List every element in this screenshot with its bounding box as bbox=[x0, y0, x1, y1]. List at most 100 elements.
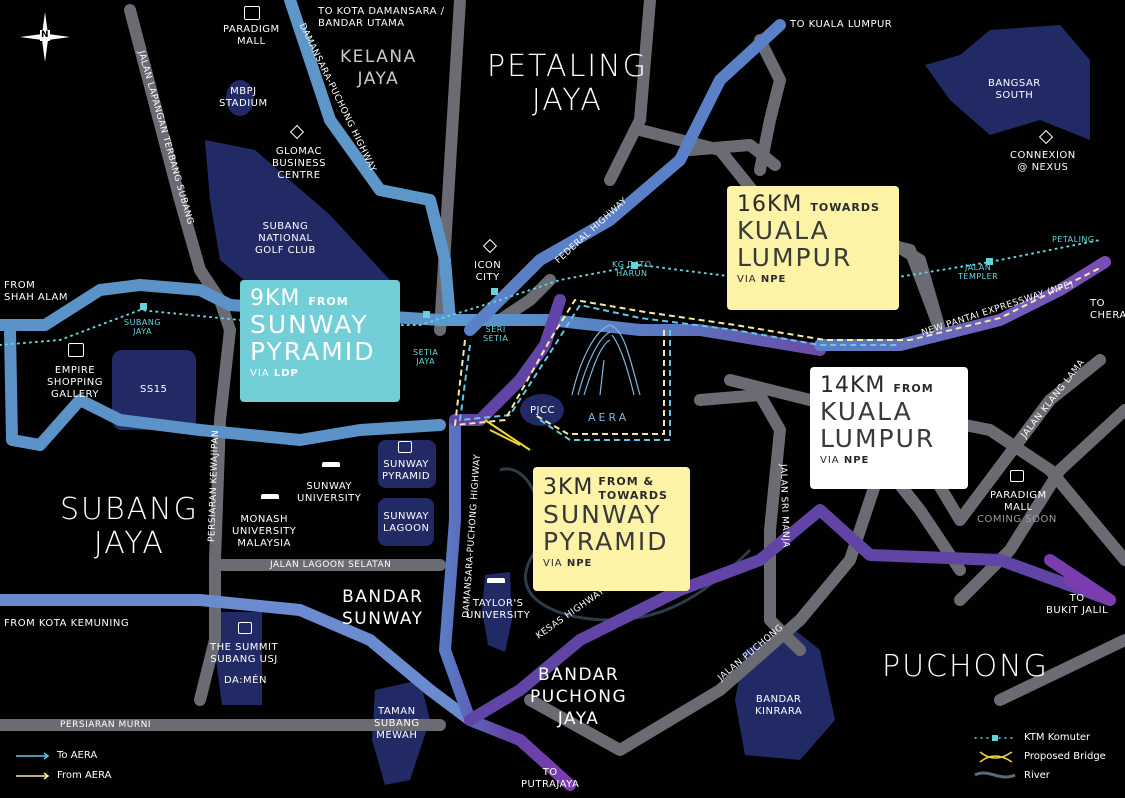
place-empire-line1: EMPIRE bbox=[54, 365, 96, 376]
pyramid-area bbox=[378, 440, 436, 488]
callout-sunway-9km-via-road: LDP bbox=[273, 368, 299, 379]
callout-sunway-3km-dest1: SUNWAY bbox=[543, 500, 662, 529]
place-bandar-kinrara-line1: BANDAR bbox=[755, 694, 802, 705]
direction-kota-damansara: TO KOTA DAMANSARA / BANDAR UTAMA bbox=[318, 6, 445, 30]
place-pjcc: PJCC bbox=[530, 405, 555, 416]
direction-shah-alam-line1: FROM bbox=[4, 280, 36, 291]
area-subang-jaya-line2: JAYA bbox=[93, 526, 165, 561]
place-taman-subang-mewah-line3: MEWAH bbox=[376, 730, 418, 741]
place-mbpj-stadium: MBPJ STADIUM bbox=[219, 86, 268, 110]
place-subang-golf-line2: NATIONAL bbox=[258, 233, 313, 244]
place-connexion-line2: @ NEXUS bbox=[1017, 162, 1069, 173]
direction-cheras-line2: CHERAS bbox=[1090, 310, 1125, 321]
place-sunway-university-line1: SUNWAY bbox=[306, 481, 353, 492]
place-paradigm-mall-line2: MALL bbox=[237, 36, 266, 47]
direction-putrajaya-line2: PUTRAJAYA bbox=[521, 779, 580, 790]
place-coming-soon: COMING SOON bbox=[977, 514, 1057, 525]
direction-kota-damansara-line1: TO KOTA DAMANSARA / bbox=[318, 6, 445, 17]
place-damen: DA:MÉN bbox=[224, 675, 267, 686]
place-subang-golf-line1: SUBANG bbox=[262, 221, 309, 232]
place-paradigm-mall-2-line1: PARADIGM bbox=[990, 490, 1047, 501]
callout-sunway-3km-suffix: FROM & bbox=[598, 475, 655, 488]
station-petaling: PETALING bbox=[1052, 235, 1095, 244]
station-jalan-templer-line1: JALAN bbox=[964, 263, 992, 272]
summit-area bbox=[216, 612, 262, 705]
place-icon-city-line1: ICON bbox=[474, 260, 502, 271]
callout-sunway-9km: 9KM FROM SUNWAY PYRAMID VIA LDP bbox=[240, 280, 400, 402]
graduation-cap-icon bbox=[322, 462, 340, 471]
place-mbpj-stadium-line2: STADIUM bbox=[219, 98, 268, 109]
callout-sunway-3km-km: 3KM bbox=[543, 474, 594, 500]
station-setia-jaya-line2: JAYA bbox=[416, 357, 436, 366]
callout-sunway-9km-via-text: VIA bbox=[250, 368, 270, 379]
place-sunway-pyramid-line2: PYRAMID bbox=[382, 471, 431, 482]
legend-bridge: Proposed Bridge bbox=[1024, 751, 1106, 762]
area-bandar-puchong-jaya: BANDAR PUCHONG JAYA bbox=[530, 664, 627, 730]
place-paradigm-mall-2: PARADIGM MALL bbox=[990, 490, 1047, 514]
shopping-bag-icon bbox=[244, 6, 260, 20]
area-bandar-puchong-jaya-line3: JAYA bbox=[557, 709, 600, 729]
place-bangsar-south-line1: BANGSAR bbox=[988, 78, 1041, 89]
callout-sunway-9km-suffix: FROM bbox=[308, 295, 349, 308]
callout-kl-14km-dest1: KUALA bbox=[820, 397, 913, 426]
place-sunway-pyramid: SUNWAY PYRAMID bbox=[382, 459, 430, 483]
place-taman-subang-mewah-line2: SUBANG bbox=[374, 718, 420, 729]
shopping-bag-icon bbox=[1010, 470, 1024, 482]
compass-letter: N bbox=[40, 30, 50, 41]
direction-cheras: TO CHERAS bbox=[1090, 298, 1125, 322]
station-jalan-templer: JALAN TEMPLER bbox=[958, 263, 998, 281]
callout-sunway-3km-dest2: PYRAMID bbox=[543, 527, 669, 556]
purple-highways bbox=[449, 256, 1116, 726]
station-kg-dato-harun: KG DATO HARUN bbox=[612, 260, 652, 278]
place-paradigm-mall-line1: PARADIGM bbox=[223, 24, 280, 35]
station-setia-jaya: SETIA JAYA bbox=[413, 348, 438, 366]
route-to-aera bbox=[453, 267, 1101, 441]
mewah-area bbox=[372, 680, 430, 785]
station-subang-jaya-line2: JAYA bbox=[133, 327, 152, 336]
callout-kl-14km-suffix: FROM bbox=[893, 382, 934, 395]
place-icon-city-line2: CITY bbox=[475, 272, 500, 283]
place-monash-line3: MALAYSIA bbox=[237, 538, 291, 549]
callout-kl-14km-km: 14KM bbox=[820, 373, 886, 398]
place-sunway-university-line2: UNIVERSITY bbox=[297, 493, 362, 504]
place-taman-subang-mewah: TAMAN SUBANG MEWAH bbox=[374, 706, 420, 742]
callout-kl-14km-dest2: LUMPUR bbox=[820, 424, 936, 453]
place-glomac-line3: CENTRE bbox=[277, 170, 321, 181]
callout-kl-14km-via-road: NPE bbox=[843, 455, 870, 466]
callout-sunway-9km-via: VIA LDP bbox=[250, 368, 390, 379]
direction-putrajaya-line1: TO bbox=[542, 767, 558, 778]
direction-kuala-lumpur: TO KUALA LUMPUR bbox=[790, 19, 893, 30]
place-bandar-kinrara-line2: KINRARA bbox=[755, 706, 803, 717]
callout-kl-16km-dest1: KUALA bbox=[737, 216, 830, 245]
callout-kl-16km-via: VIA NPE bbox=[737, 274, 889, 285]
area-bandar-sunway-line1: BANDAR bbox=[342, 587, 424, 607]
station-kg-dato-harun-line2: HARUN bbox=[616, 269, 648, 278]
place-glomac-line2: BUSINESS bbox=[272, 158, 326, 169]
station-seri-setia-line1: SERI bbox=[485, 325, 506, 334]
place-sunway-university: SUNWAY UNIVERSITY bbox=[297, 481, 361, 505]
place-bandar-kinrara: BANDAR KINRARA bbox=[755, 694, 802, 718]
place-sunway-lagoon-line1: SUNWAY bbox=[383, 511, 430, 522]
place-empire-line3: GALLERY bbox=[51, 389, 99, 400]
place-paradigm-mall: PARADIGM MALL bbox=[223, 24, 280, 48]
place-connexion: CONNEXION @ NEXUS bbox=[1010, 150, 1076, 174]
callout-kl-16km-via-road: NPE bbox=[760, 274, 787, 285]
road-lagoon-selatan: JALAN LAGOON SELATAN bbox=[270, 560, 392, 570]
callout-sunway-3km-via: VIA NPE bbox=[543, 558, 680, 569]
direction-bukit-jalil-line2: BUKIT JALIL bbox=[1046, 605, 1109, 616]
place-monash: MONASH UNIVERSITY MALAYSIA bbox=[232, 514, 296, 550]
place-glomac-line1: GLOMAC bbox=[275, 146, 323, 157]
place-sunway-lagoon-line2: LAGOON bbox=[383, 523, 430, 534]
place-connexion-line1: CONNEXION bbox=[1010, 150, 1076, 161]
place-monash-line2: UNIVERSITY bbox=[232, 526, 297, 537]
place-ss15: SS15 bbox=[140, 384, 168, 395]
shopping-bag-icon bbox=[238, 622, 252, 634]
shopping-bag-icon bbox=[398, 441, 412, 453]
area-subang-jaya: SUBANG JAYA bbox=[60, 493, 199, 561]
callout-sunway-9km-km: 9KM bbox=[250, 286, 301, 311]
golf-club-area bbox=[205, 140, 390, 290]
direction-kota-damansara-line2: BANDAR UTAMA bbox=[318, 18, 405, 29]
station-subang-jaya-line1: SUBANG bbox=[124, 318, 162, 327]
legend-river: River bbox=[1024, 770, 1050, 781]
aera-wordmark: AERA bbox=[588, 411, 630, 424]
